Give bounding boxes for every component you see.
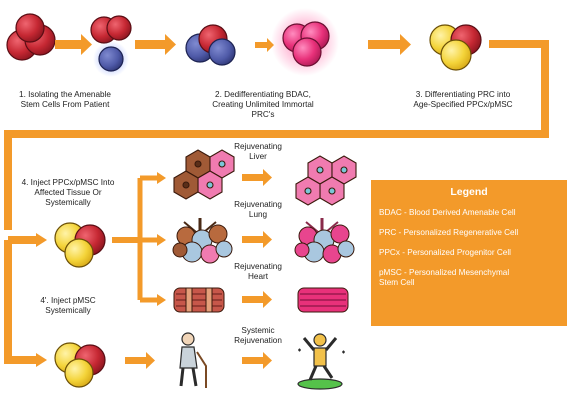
arrow-systemic-a xyxy=(125,352,155,369)
legend-box: Legend BDAC - Blood Derived Amenable Cel… xyxy=(371,180,567,326)
bdac-cluster-icon xyxy=(6,13,56,61)
arrow-liver xyxy=(242,169,272,186)
step1-label: 1. Isolating the Amenable Stem Cells Fro… xyxy=(19,90,111,109)
rejuvenating-lung-label: Rejuvenating Lung xyxy=(234,200,282,219)
prc-cells-icon xyxy=(271,8,339,76)
rejuvenating-heart-label: Rejuvenating Heart xyxy=(234,262,282,281)
damaged-liver-icon xyxy=(173,149,235,200)
legend-title: Legend xyxy=(450,186,488,198)
connector-arrow-to-step4 xyxy=(4,40,549,367)
elderly-person-icon xyxy=(179,332,207,388)
arrow-step1-a xyxy=(55,34,92,55)
inject-cells-icon xyxy=(54,222,106,268)
step4-label: 4. Inject PPCx/pMSC Into Affected Tissue… xyxy=(21,178,115,207)
rejuvenated-liver-icon xyxy=(295,155,357,206)
isolated-cells-icon xyxy=(90,15,132,77)
rejuvenated-lung-icon xyxy=(294,218,355,264)
arrow-step2-b xyxy=(368,34,411,55)
step4b-label: 4'. Inject pMSC Systemically xyxy=(40,296,96,315)
arrow-systemic-b xyxy=(242,352,272,369)
inject-pmsc-cells-icon xyxy=(54,342,106,388)
legend-item-pmsc: pMSC - Personalized Mesenchymal Stem Cel… xyxy=(379,268,510,287)
arrow-lung xyxy=(242,231,272,248)
arrow-heart xyxy=(242,291,272,308)
legend-item-bdac: BDAC - Blood Derived Amenable Cell xyxy=(379,208,516,217)
dedifferentiating-cells-icon xyxy=(185,24,236,66)
damaged-heart-icon xyxy=(173,287,225,313)
ppcx-pmsc-cells-icon xyxy=(429,24,482,71)
arrow-step1-b xyxy=(135,34,176,55)
systemic-rejuvenation-label: Systemic Rejuvenation xyxy=(234,326,282,345)
rejuvenated-person-icon xyxy=(297,333,345,390)
rejuvenated-heart-icon xyxy=(297,287,349,313)
step2-label: 2. Dedifferentiating BDAC, Creating Unli… xyxy=(212,90,314,119)
legend-item-prc: PRC - Personalized Regenerative Cell xyxy=(379,228,519,237)
branch-bracket-arrows xyxy=(112,172,166,306)
step3-label: 3. Differentiating PRC into Age-Specifie… xyxy=(413,90,513,109)
damaged-lung-icon xyxy=(172,218,233,264)
legend-item-ppcx: PPCx - Personalized Progenitor Cell xyxy=(379,248,511,257)
arrow-step2-a xyxy=(255,38,274,52)
rejuvenating-liver-label: Rejuvenating Liver xyxy=(234,142,282,161)
